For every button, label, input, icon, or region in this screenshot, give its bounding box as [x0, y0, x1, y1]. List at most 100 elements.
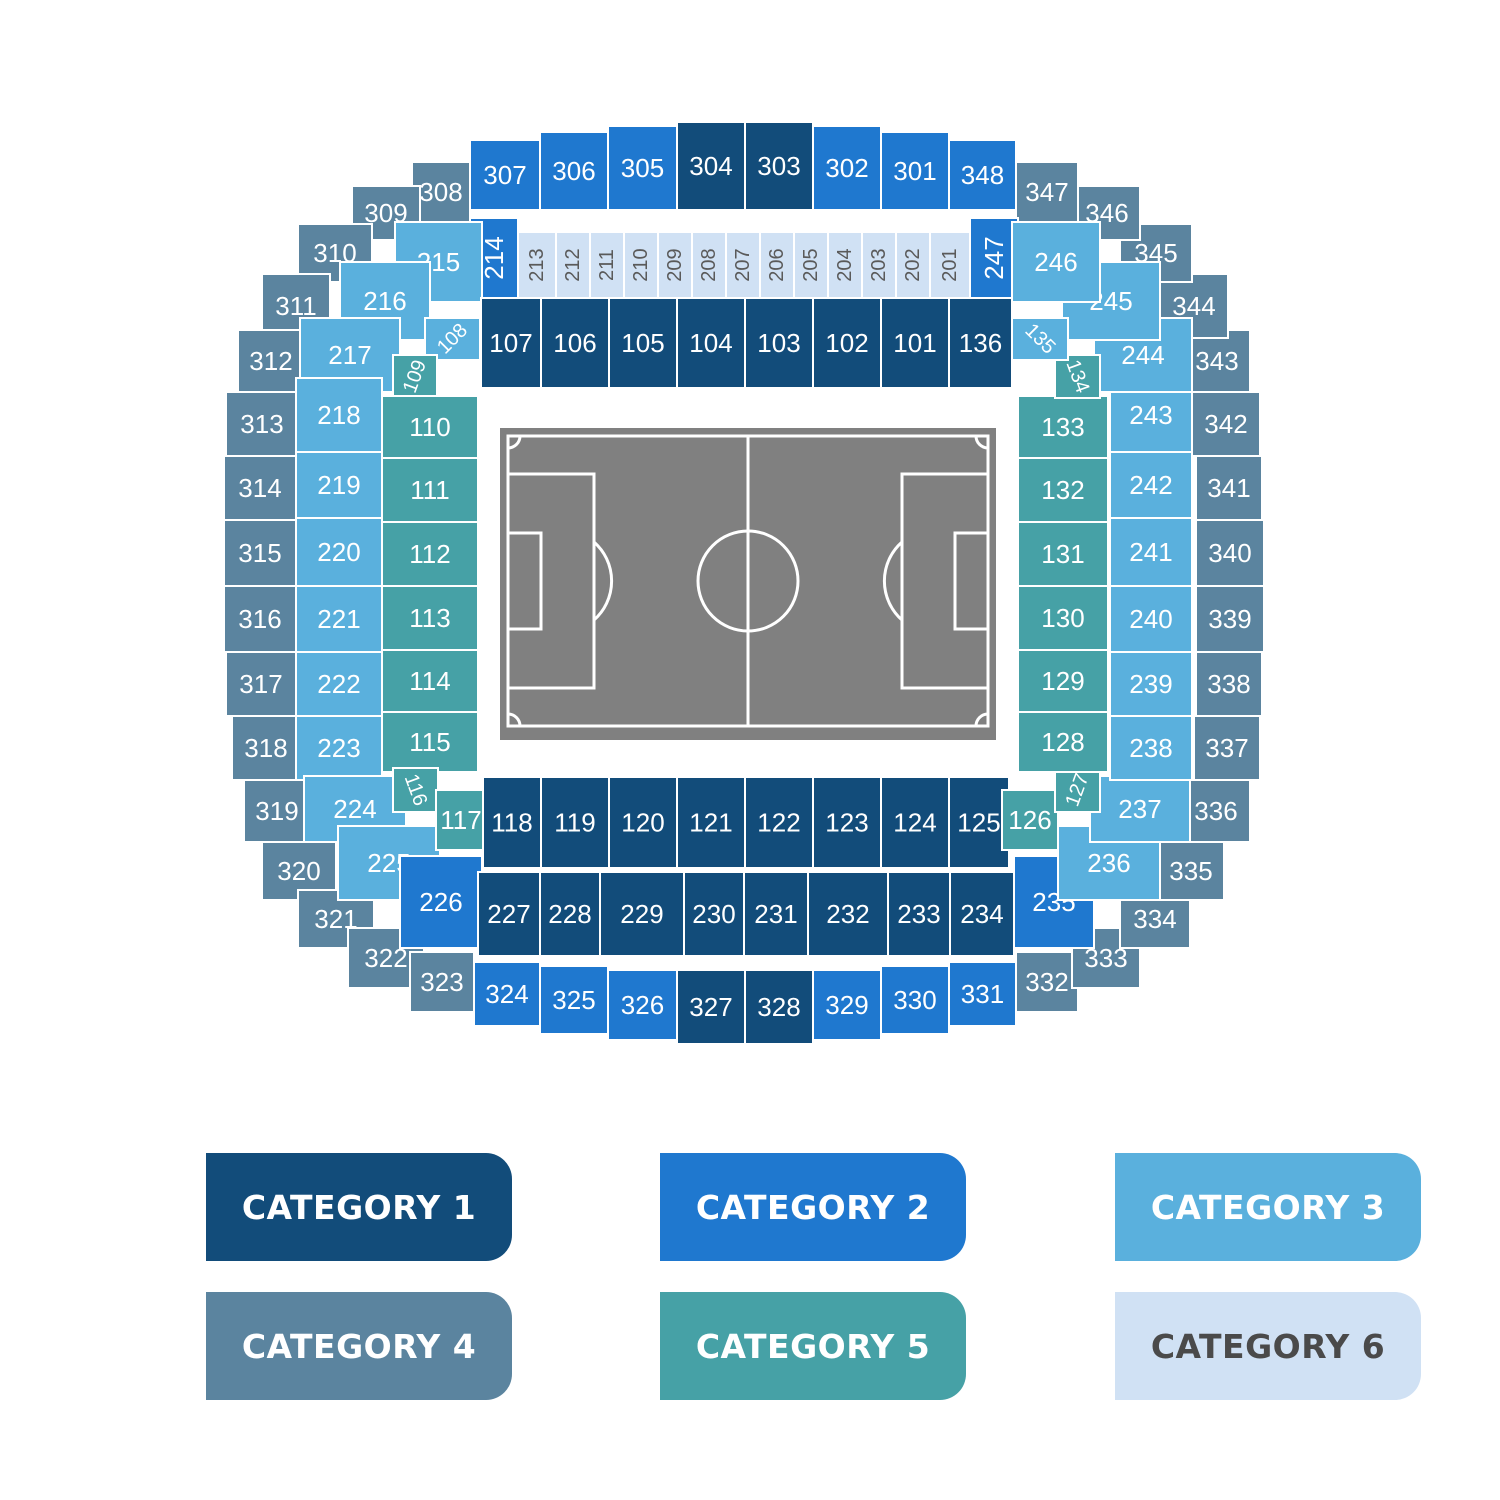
section-111[interactable]: 111: [381, 457, 479, 523]
section-304-area[interactable]: [676, 121, 746, 211]
section-328[interactable]: 328: [744, 969, 814, 1045]
section-210[interactable]: 210: [623, 231, 659, 299]
section-108-area[interactable]: [424, 317, 481, 361]
section-228[interactable]: 228: [539, 871, 601, 957]
section-304[interactable]: 304: [676, 121, 746, 211]
section-128[interactable]: 128: [1017, 711, 1109, 773]
section-212[interactable]: 212: [555, 231, 591, 299]
section-117[interactable]: 117: [435, 789, 487, 851]
section-330[interactable]: 330: [880, 965, 950, 1035]
section-343[interactable]: 343: [1183, 329, 1251, 393]
section-201[interactable]: 201: [929, 231, 971, 299]
section-338[interactable]: 338: [1195, 651, 1263, 717]
section-327[interactable]: 327: [676, 969, 746, 1045]
section-342[interactable]: 342: [1191, 391, 1261, 457]
section-231[interactable]: 231: [743, 871, 809, 957]
section-325[interactable]: 325: [539, 965, 609, 1035]
section-318[interactable]: 318: [231, 715, 301, 781]
section-329[interactable]: 329: [812, 969, 882, 1041]
section-327-area[interactable]: [676, 969, 746, 1045]
section-228-area[interactable]: [539, 871, 601, 957]
section-116[interactable]: 116: [392, 767, 439, 813]
section-313[interactable]: 313: [225, 391, 299, 457]
section-130[interactable]: 130: [1017, 585, 1109, 651]
section-246-area[interactable]: [1011, 221, 1101, 303]
section-227-area[interactable]: [477, 871, 541, 957]
section-135[interactable]: 135: [1011, 317, 1069, 361]
section-247[interactable]: 247: [969, 217, 1019, 299]
section-204[interactable]: 204: [827, 231, 863, 299]
section-127[interactable]: 127: [1054, 767, 1101, 813]
section-119[interactable]: 119: [540, 776, 610, 869]
section-227[interactable]: 227: [477, 871, 541, 957]
section-239-area[interactable]: [1109, 651, 1193, 717]
section-122-area[interactable]: [744, 776, 814, 869]
section-102[interactable]: 102: [812, 297, 882, 389]
section-115[interactable]: 115: [381, 711, 479, 773]
section-232[interactable]: 232: [807, 871, 889, 957]
section-125-area[interactable]: [948, 776, 1010, 869]
section-126[interactable]: 126: [1001, 789, 1059, 851]
section-103[interactable]: 103: [744, 297, 814, 389]
section-325-area[interactable]: [539, 965, 609, 1035]
section-342-area[interactable]: [1191, 391, 1261, 457]
section-125[interactable]: 125: [948, 776, 1010, 869]
section-328-area[interactable]: [744, 969, 814, 1045]
section-104-area[interactable]: [676, 297, 746, 389]
section-110[interactable]: 110: [381, 395, 479, 459]
section-112-area[interactable]: [381, 521, 479, 587]
section-131[interactable]: 131: [1017, 521, 1109, 587]
section-324[interactable]: 324: [473, 961, 541, 1027]
section-121[interactable]: 121: [676, 776, 746, 869]
section-340[interactable]: 340: [1195, 519, 1265, 587]
section-242-area[interactable]: [1109, 451, 1193, 519]
section-209[interactable]: 209: [657, 231, 693, 299]
section-316-area[interactable]: [223, 585, 297, 653]
section-128-area[interactable]: [1017, 711, 1109, 773]
section-323[interactable]: 323: [409, 951, 475, 1013]
section-107[interactable]: 107: [480, 297, 542, 389]
section-336[interactable]: 336: [1181, 779, 1251, 843]
section-315[interactable]: 315: [223, 519, 297, 587]
section-213[interactable]: 213: [517, 231, 557, 299]
section-120[interactable]: 120: [608, 776, 678, 869]
section-233[interactable]: 233: [887, 871, 951, 957]
section-348-area[interactable]: [948, 139, 1017, 211]
section-302[interactable]: 302: [812, 125, 882, 211]
section-130-area[interactable]: [1017, 585, 1109, 651]
section-326[interactable]: 326: [607, 969, 678, 1041]
section-246[interactable]: 246: [1011, 221, 1101, 303]
section-347-area[interactable]: [1015, 161, 1079, 223]
section-241[interactable]: 241: [1109, 517, 1193, 587]
section-122[interactable]: 122: [744, 776, 814, 869]
section-312[interactable]: 312: [237, 329, 305, 393]
section-223[interactable]: 223: [295, 715, 383, 781]
section-134-area[interactable]: [1054, 354, 1101, 399]
section-316[interactable]: 316: [223, 585, 297, 653]
section-318-area[interactable]: [231, 715, 301, 781]
section-102-area[interactable]: [812, 297, 882, 389]
section-313-area[interactable]: [225, 391, 299, 457]
section-302-area[interactable]: [812, 125, 882, 211]
section-121-area[interactable]: [676, 776, 746, 869]
section-219[interactable]: 219: [295, 451, 383, 519]
section-105[interactable]: 105: [608, 297, 678, 389]
section-136-area[interactable]: [948, 297, 1013, 389]
section-308[interactable]: 308: [411, 161, 471, 223]
section-120-area[interactable]: [608, 776, 678, 869]
section-123[interactable]: 123: [812, 776, 882, 869]
section-124-area[interactable]: [880, 776, 950, 869]
section-111-area[interactable]: [381, 457, 479, 523]
section-332[interactable]: 332: [1015, 951, 1079, 1013]
section-114-area[interactable]: [381, 649, 479, 713]
section-337[interactable]: 337: [1193, 715, 1261, 781]
section-106[interactable]: 106: [540, 297, 610, 389]
section-129[interactable]: 129: [1017, 649, 1109, 713]
section-240-area[interactable]: [1109, 585, 1193, 653]
section-106-area[interactable]: [540, 297, 610, 389]
section-308-area[interactable]: [411, 161, 471, 223]
section-117-area[interactable]: [435, 789, 487, 851]
section-118[interactable]: 118: [482, 776, 542, 869]
section-324-area[interactable]: [473, 961, 541, 1027]
section-201-area[interactable]: [929, 231, 971, 299]
